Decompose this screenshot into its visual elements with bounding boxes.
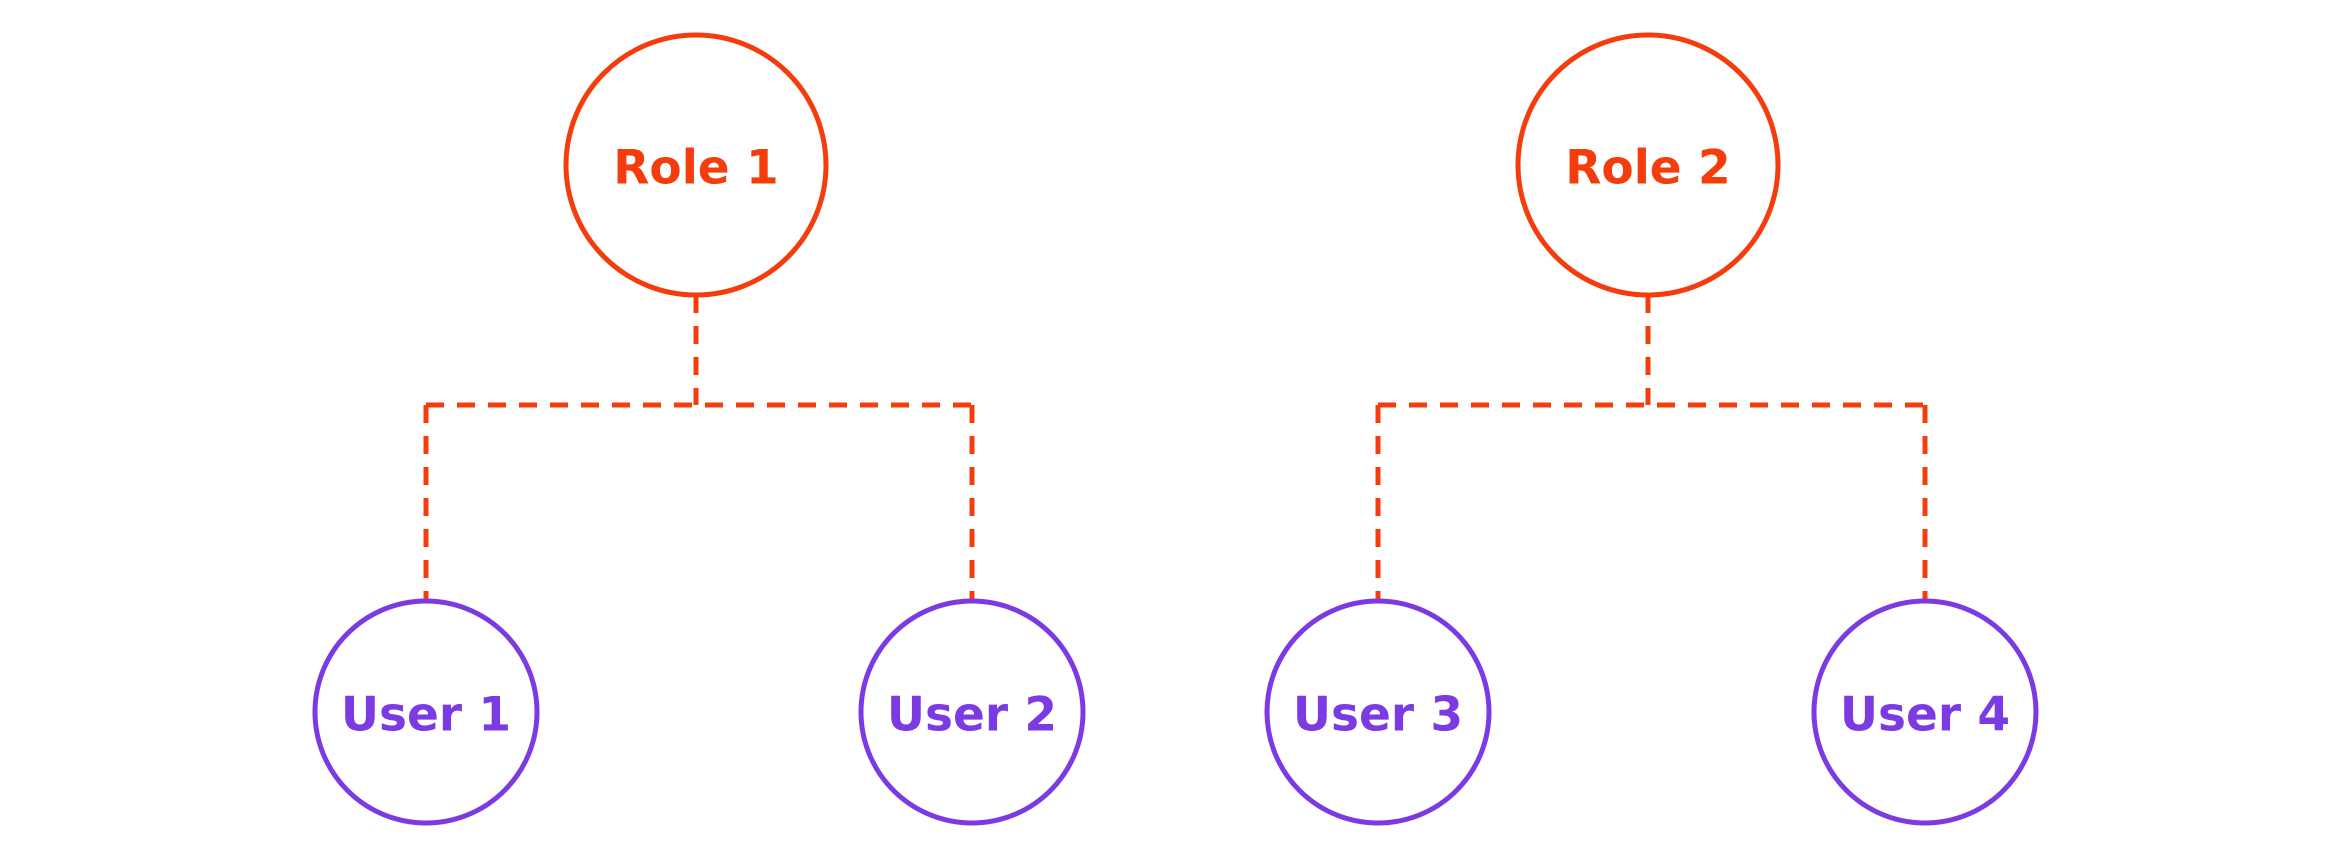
role-1-circle bbox=[563, 32, 829, 298]
user-1-label: User 1 bbox=[341, 688, 511, 743]
node-user-2: User 2 bbox=[858, 598, 1086, 826]
role-1-label: Role 1 bbox=[613, 141, 779, 196]
user-4-circle bbox=[1811, 598, 2039, 826]
user-2-circle bbox=[858, 598, 1086, 826]
user-1-circle bbox=[312, 598, 540, 826]
node-role-2: Role 2 bbox=[1515, 32, 1781, 298]
connector-role1-users bbox=[423, 295, 975, 602]
node-role-1: Role 1 bbox=[563, 32, 829, 298]
node-user-3: User 3 bbox=[1264, 598, 1492, 826]
user-3-circle bbox=[1264, 598, 1492, 826]
node-user-4: User 4 bbox=[1811, 598, 2039, 826]
user-4-label: User 4 bbox=[1840, 688, 2010, 743]
user-3-label: User 3 bbox=[1293, 688, 1463, 743]
user-2-label: User 2 bbox=[887, 688, 1057, 743]
node-user-1: User 1 bbox=[312, 598, 540, 826]
connector-role2-users bbox=[1375, 295, 1928, 602]
role-2-circle bbox=[1515, 32, 1781, 298]
role-2-label: Role 2 bbox=[1565, 141, 1731, 196]
